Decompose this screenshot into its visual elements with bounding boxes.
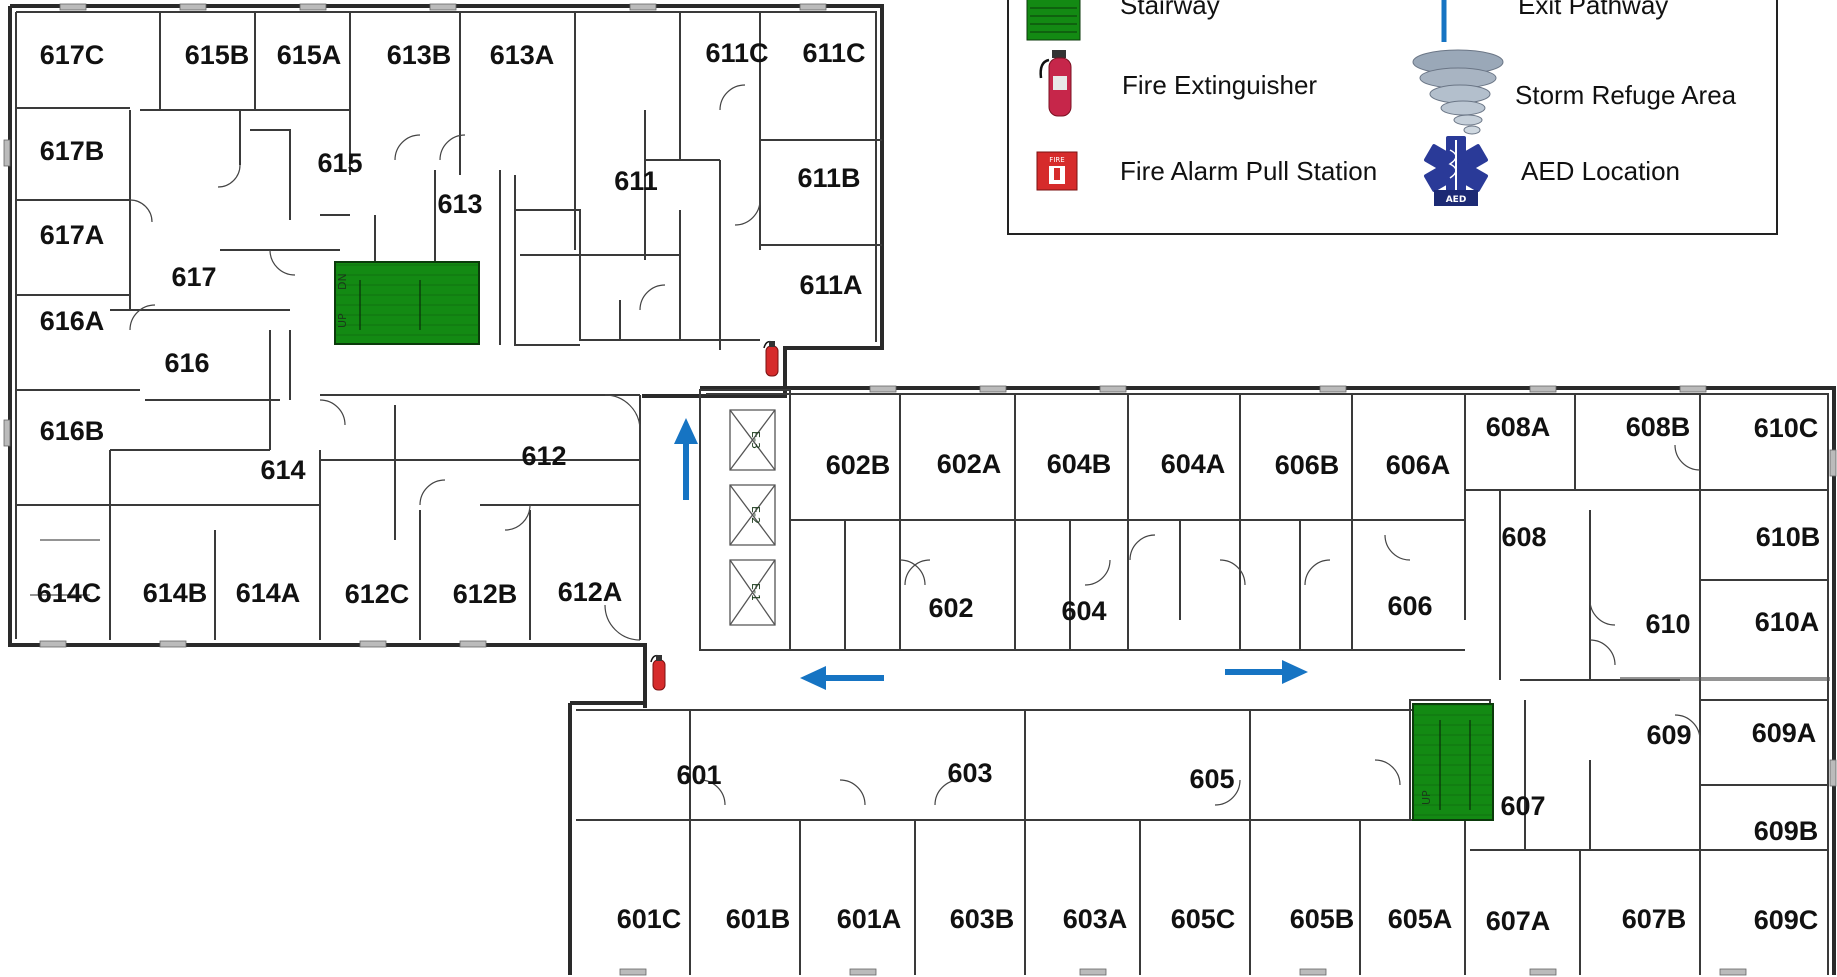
legend-aed: AED Location <box>1521 156 1680 186</box>
tornado-icon <box>1412 49 1504 135</box>
room-label: 612C <box>345 579 410 609</box>
exit-arrows <box>674 418 1308 690</box>
fire-extinguisher-icon <box>650 654 666 691</box>
legend-fire-extinguisher: Fire Extinguisher <box>1122 70 1317 100</box>
door-swings <box>129 84 1701 806</box>
room-label: 610C <box>1754 413 1819 443</box>
exit-arrow-right <box>1225 660 1308 684</box>
room-label: 606A <box>1386 450 1451 480</box>
room-label: 613A <box>490 40 555 70</box>
room-label: 617B <box>40 136 105 166</box>
room-label: 604 <box>1061 596 1106 626</box>
stairwell-south: UP <box>1412 703 1494 821</box>
room-label: 601B <box>726 904 791 934</box>
room-label: 604B <box>1047 449 1112 479</box>
room-label: 601 <box>676 760 721 790</box>
stairway-icon <box>1026 0 1081 41</box>
stair-down-label: DN <box>336 273 349 290</box>
stair-up-label-south: UP <box>1420 790 1433 805</box>
room-labels: 617C 615B 615A 613B 613A 611C 611C 617B … <box>37 38 1821 936</box>
room-label: 608 <box>1501 522 1546 552</box>
room-label: 603B <box>950 904 1015 934</box>
room-label: 604A <box>1161 449 1226 479</box>
room-label: 611C <box>802 38 865 68</box>
elevator-e3-label: E-3 <box>749 431 762 449</box>
room-label: 601C <box>617 904 682 934</box>
room-label: 607B <box>1622 904 1687 934</box>
elevator-e1-label: E-1 <box>749 583 762 601</box>
windows <box>3 3 1837 976</box>
room-label: 601A <box>837 904 902 934</box>
fire-extinguisher-icon <box>1039 50 1072 117</box>
fire-alarm-pull-station-icon: FIRE <box>1036 151 1078 191</box>
legend-stairway: Stairway <box>1120 0 1220 20</box>
room-label: 610B <box>1756 522 1821 552</box>
room-label: 603A <box>1063 904 1128 934</box>
room-label: 605A <box>1388 904 1453 934</box>
room-label: 612B <box>453 579 518 609</box>
room-label: 615A <box>277 40 342 70</box>
room-label: 613B <box>387 40 452 70</box>
room-label: 609B <box>1754 816 1819 846</box>
room-label: 614B <box>143 578 208 608</box>
room-label: 603 <box>947 758 992 788</box>
exit-arrow-up <box>674 418 698 500</box>
room-label: 617A <box>40 220 105 250</box>
room-label: 602A <box>937 449 1002 479</box>
room-label: 610 <box>1645 609 1690 639</box>
room-label: 616A <box>40 306 105 336</box>
legend-exit-pathway: Exit Pathway <box>1518 0 1668 20</box>
stair-up-label: UP <box>336 313 349 328</box>
room-label: 615B <box>185 40 250 70</box>
room-label: 611C <box>705 38 768 68</box>
aed-icon: AED <box>1424 136 1488 206</box>
room-label: 602 <box>928 593 973 623</box>
fire-extinguisher-icon <box>763 340 779 377</box>
room-label: 614C <box>37 578 102 608</box>
room-label: 605 <box>1189 764 1234 794</box>
room-label: 609A <box>1752 718 1817 748</box>
room-label: 617C <box>40 40 105 70</box>
room-label: 611 <box>614 166 658 196</box>
room-label: 612 <box>521 441 566 471</box>
room-label: 612A <box>558 577 623 607</box>
aed-badge: AED <box>1446 195 1467 205</box>
room-label: 605C <box>1171 904 1236 934</box>
room-label: 605B <box>1290 904 1355 934</box>
elevator-e2-label: E-2 <box>749 506 762 524</box>
room-label: 616B <box>40 416 105 446</box>
stairwell-north: DN UP <box>334 261 480 345</box>
room-label: 615 <box>317 148 362 178</box>
elevators: E-3 E-2 E-1 <box>749 431 762 601</box>
room-label: 606 <box>1387 591 1432 621</box>
exit-arrow-left <box>800 666 884 690</box>
room-label: 608A <box>1486 412 1551 442</box>
room-label: 611B <box>797 163 860 193</box>
room-label: 613 <box>437 189 482 219</box>
room-label: 617 <box>171 262 216 292</box>
west-wing-walls <box>8 4 884 708</box>
room-label: 606B <box>1275 450 1340 480</box>
room-label: 607 <box>1500 791 1545 821</box>
fire-alarm-badge: FIRE <box>1049 156 1064 164</box>
room-label: 614A <box>236 578 301 608</box>
room-label: 616 <box>164 348 209 378</box>
room-label: 609C <box>1754 905 1819 935</box>
room-label: 614 <box>260 455 305 485</box>
room-label: 610A <box>1755 607 1820 637</box>
room-label: 609 <box>1646 720 1691 750</box>
legend-storm-refuge: Storm Refuge Area <box>1515 80 1737 110</box>
legend: Stairway Exit Pathway Fire Extinguisher … <box>1007 0 1778 235</box>
room-label: 602B <box>826 450 891 480</box>
room-label: 611A <box>799 270 862 300</box>
room-label: 607A <box>1486 906 1551 936</box>
legend-fire-alarm: Fire Alarm Pull Station <box>1120 156 1377 186</box>
room-label: 608B <box>1626 412 1691 442</box>
east-wing-walls <box>568 386 1836 975</box>
